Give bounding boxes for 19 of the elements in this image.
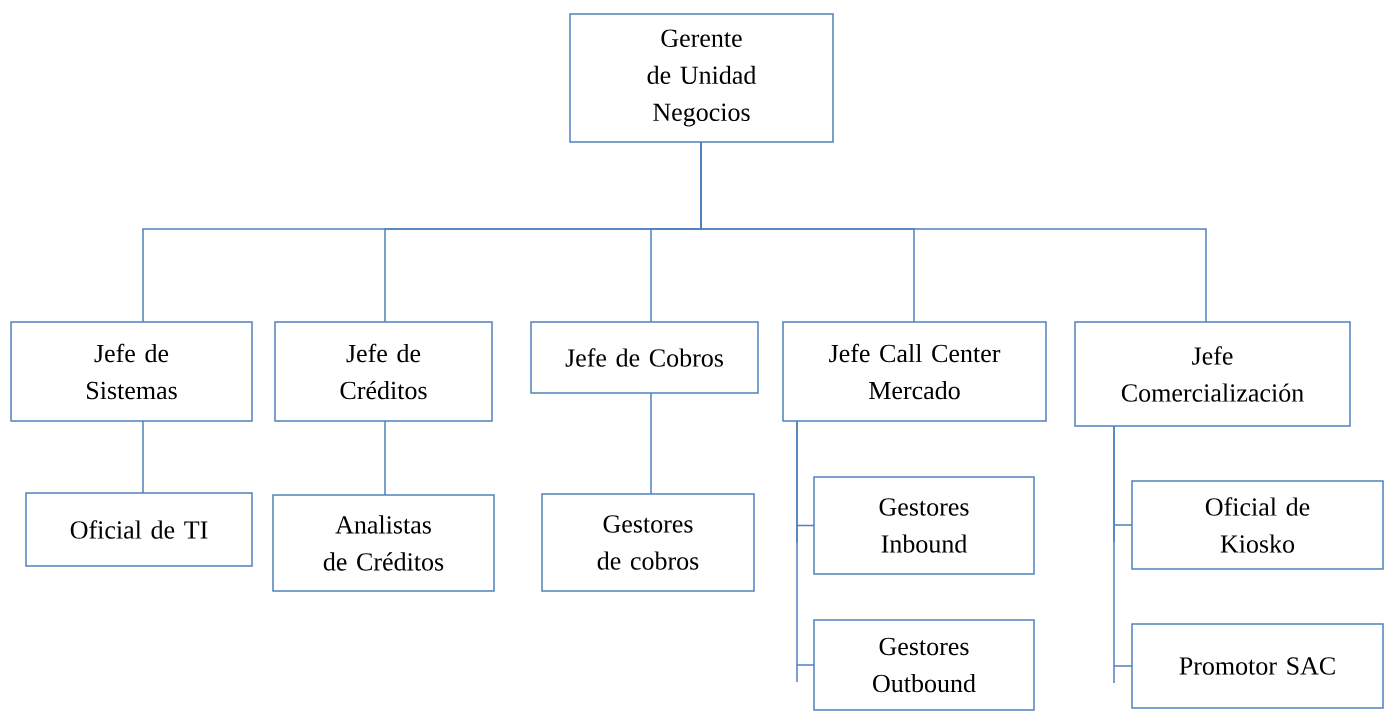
org-box: Oficial de TI: [25, 492, 253, 567]
connector-line: [650, 392, 652, 495]
org-box: Gestores de cobros: [541, 493, 755, 592]
org-box: Gestores Inbound: [813, 476, 1035, 575]
org-box: Jefe de Cobros: [530, 321, 759, 394]
org-box: Oficial de Kiosko: [1131, 480, 1384, 570]
connector-line: [796, 420, 815, 683]
org-box: Promotor SAC: [1131, 623, 1384, 709]
org-box: Jefe de Créditos: [274, 321, 493, 422]
connector-line: [384, 420, 386, 496]
org-box: Gestores Outbound: [813, 619, 1035, 711]
org-box: Gerente de Unidad Negocios: [569, 13, 834, 143]
connector-line: [1113, 425, 1133, 684]
connector-line: [700, 141, 1207, 323]
org-box: Jefe Call Center Mercado: [782, 321, 1047, 422]
org-box: Jefe de Sistemas: [10, 321, 253, 422]
org-box: Jefe Comercialización: [1074, 321, 1351, 427]
connector-line: [142, 420, 144, 494]
org-box: Analistas de Créditos: [272, 494, 495, 592]
